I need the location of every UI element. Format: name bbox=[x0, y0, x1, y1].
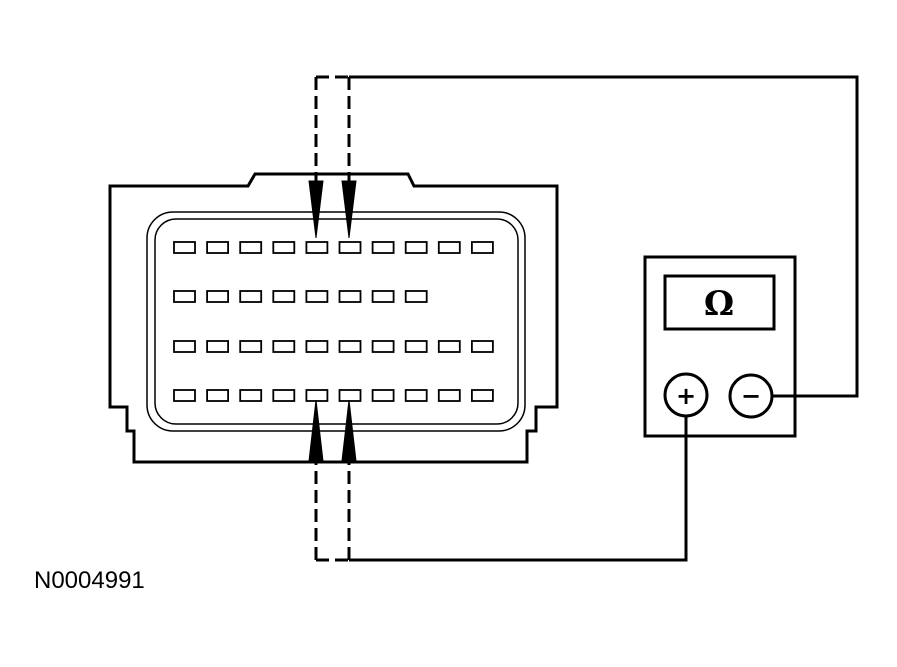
connector-pin bbox=[338, 241, 362, 254]
connector-pin bbox=[404, 290, 428, 303]
connector-pin bbox=[470, 389, 494, 402]
connector-pin bbox=[206, 340, 230, 353]
connector-pin bbox=[437, 241, 461, 254]
connector-cavity-inner bbox=[154, 218, 519, 425]
positive-terminal-label: + bbox=[676, 382, 696, 410]
connector-pin bbox=[305, 290, 329, 303]
wire-to-positive-terminal bbox=[349, 417, 688, 562]
connector-pin bbox=[470, 241, 494, 254]
connector-pin bbox=[272, 340, 296, 353]
connector-pin bbox=[206, 241, 230, 254]
negative-terminal-label: − bbox=[741, 382, 761, 410]
connector-pin bbox=[206, 389, 230, 402]
connector-pin bbox=[173, 290, 196, 303]
connector-pin bbox=[338, 290, 362, 303]
connector-pin bbox=[371, 389, 395, 402]
connector-pin bbox=[239, 340, 263, 353]
connector-pin bbox=[239, 389, 263, 402]
connector-pin bbox=[404, 340, 428, 353]
connector-pin bbox=[305, 389, 329, 402]
ohm-symbol: Ω bbox=[704, 284, 734, 324]
connector-pins bbox=[173, 241, 494, 402]
connector-pin bbox=[173, 389, 196, 402]
connector-pin bbox=[173, 340, 196, 353]
connector-pin bbox=[305, 340, 329, 353]
negative-terminal bbox=[728, 373, 774, 419]
connector-pin bbox=[404, 241, 428, 254]
connector-pin bbox=[305, 241, 329, 254]
connector-pin bbox=[437, 389, 461, 402]
positive-terminal bbox=[663, 372, 709, 418]
connector-pin bbox=[272, 290, 296, 303]
connector-pin bbox=[338, 340, 362, 353]
figure-id-label: N0004991 bbox=[34, 567, 145, 594]
connector-pin bbox=[371, 241, 395, 254]
connector-pin bbox=[239, 290, 263, 303]
probe-tip-top-right bbox=[341, 180, 357, 239]
connector-cavity-outer bbox=[146, 211, 526, 432]
connector-pin bbox=[272, 389, 296, 402]
ohmmeter-body bbox=[643, 255, 797, 438]
connector-pin bbox=[206, 290, 230, 303]
connector-pin bbox=[338, 389, 362, 402]
connector-pin bbox=[173, 241, 196, 254]
connector-pin bbox=[371, 340, 395, 353]
probe-tip-top-left bbox=[308, 180, 324, 239]
ohmmeter-display bbox=[663, 274, 776, 331]
connector-pin bbox=[371, 290, 395, 303]
wire-to-negative-terminal bbox=[349, 75, 859, 398]
connector-pin bbox=[272, 241, 296, 254]
connector-pin bbox=[239, 241, 263, 254]
connector-pin bbox=[437, 340, 461, 353]
connector-housing bbox=[108, 172, 559, 464]
connector-pin bbox=[404, 389, 428, 402]
connector-pin bbox=[470, 340, 494, 353]
probe-tip-bottom-left bbox=[308, 399, 324, 462]
probe-tip-bottom-right bbox=[341, 399, 357, 462]
